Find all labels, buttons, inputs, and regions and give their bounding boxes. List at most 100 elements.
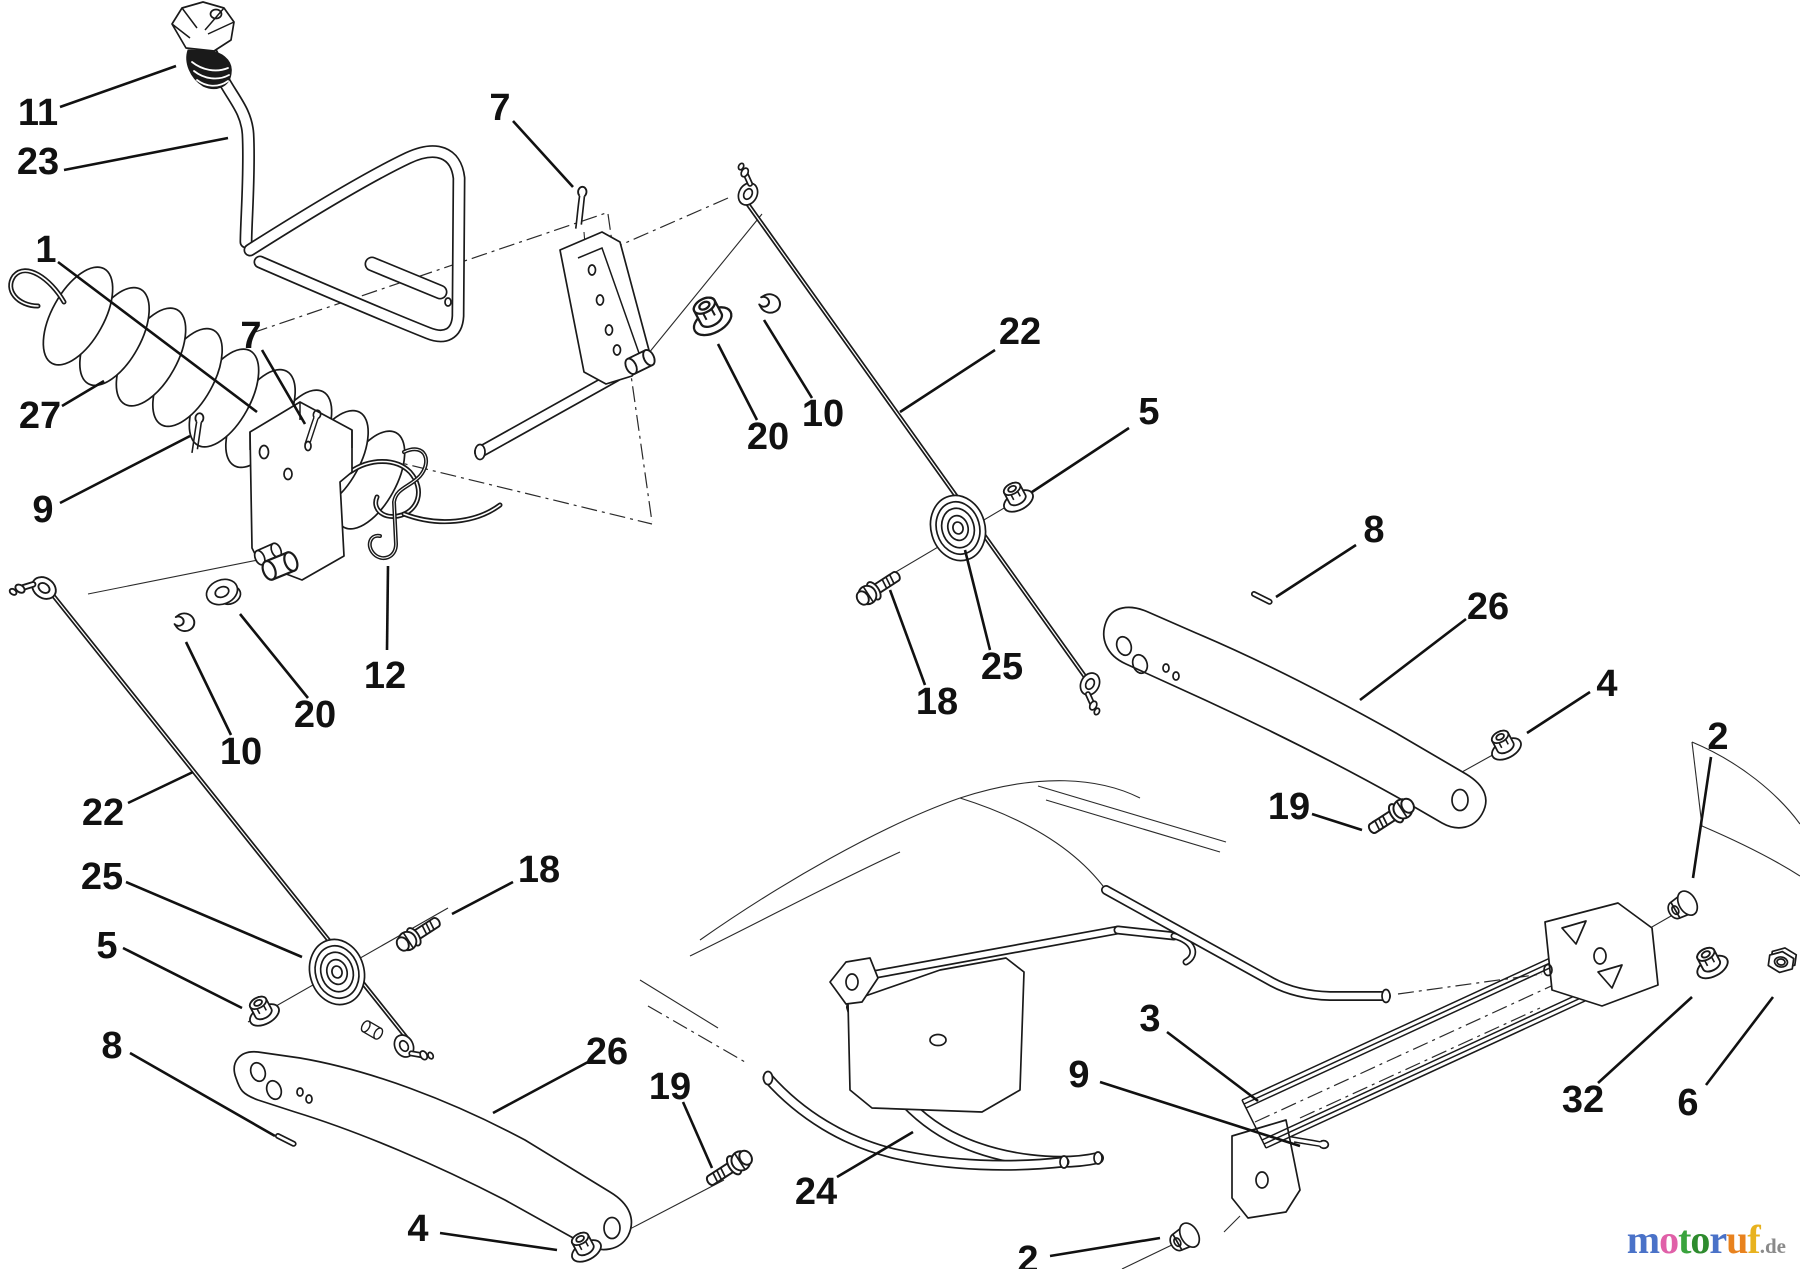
part-number-label: 6 — [1677, 1082, 1698, 1124]
part-number-label: 20 — [294, 694, 336, 736]
bolt-part — [395, 916, 441, 952]
part-callout-9-4: 9 — [32, 434, 191, 531]
logo-letter: r — [1709, 1217, 1727, 1262]
leader-line — [57, 260, 258, 414]
flanged-bushing-part — [205, 578, 242, 606]
leader-line — [260, 349, 307, 425]
hardware-parts-layer — [8, 162, 1798, 1263]
part-number-label: 22 — [999, 311, 1041, 353]
part-callout-32-33: 32 — [1562, 996, 1693, 1121]
flange-nut-part — [248, 995, 280, 1027]
leader-line — [61, 379, 105, 408]
cotter-pin-part — [191, 412, 205, 454]
part-callout-18-13: 18 — [888, 589, 958, 723]
part-number-label: 8 — [101, 1025, 122, 1067]
leader-line — [127, 770, 194, 805]
motoruf-logo: motoruf.de — [1627, 1216, 1786, 1263]
part-callout-20-8: 20 — [716, 343, 789, 458]
e-clip-part — [758, 293, 781, 314]
part-callout-4-16: 4 — [1526, 663, 1618, 735]
part-number-label: 24 — [795, 1171, 837, 1213]
leader-line — [963, 549, 992, 651]
logo-letter: m — [1626, 1217, 1660, 1262]
part-number-label: 11 — [18, 92, 58, 134]
part-number-label: 8 — [1363, 509, 1384, 551]
part-callout-18-25: 18 — [451, 849, 560, 916]
part-number-label: 19 — [1268, 786, 1310, 828]
part-callout-1-2: 1 — [35, 229, 258, 414]
leader-line — [59, 64, 177, 109]
small-cylinder-part — [261, 551, 299, 581]
leader-line — [122, 946, 243, 1010]
logo-letter: o — [1659, 1217, 1679, 1262]
part-number-label: 12 — [364, 655, 406, 697]
cotter-pin-part — [304, 409, 322, 445]
part-number-label: 23 — [17, 141, 59, 183]
leader-line — [762, 319, 814, 399]
part-callout-26-26: 26 — [492, 1031, 628, 1115]
part-callout-22-10: 22 — [899, 311, 1041, 414]
leader-line — [184, 641, 233, 736]
leader-line — [681, 1101, 714, 1169]
leader-line — [125, 880, 303, 959]
pulley-part — [308, 938, 366, 1006]
bolt-part — [855, 570, 901, 606]
part-number-label: 9 — [1068, 1054, 1089, 1096]
part-callout-10-9: 10 — [762, 319, 844, 435]
logo-letter: o — [1690, 1217, 1710, 1262]
part-callout-20-19: 20 — [238, 613, 336, 736]
leader-line — [439, 1231, 558, 1252]
leader-line — [888, 589, 927, 686]
diagram-linework — [8, 1, 1800, 1269]
part-number-label: 2 — [1707, 716, 1728, 758]
leader-line — [512, 120, 574, 188]
part-number-label: 26 — [586, 1031, 628, 1073]
part-number-label: 9 — [32, 489, 53, 531]
part-number-label: 10 — [220, 731, 262, 773]
part-number-label: 3 — [1139, 998, 1160, 1040]
part-number-label: 4 — [407, 1208, 428, 1250]
leader-line — [1526, 690, 1591, 735]
part-callout-10-20: 10 — [184, 641, 262, 773]
part-number-label: 1 — [35, 229, 56, 271]
cotter-pin-part — [1290, 1136, 1330, 1150]
leader-line — [385, 565, 390, 651]
bolt-part — [1367, 797, 1415, 834]
part-number-label: 27 — [19, 395, 61, 437]
leader-line — [129, 1051, 276, 1138]
flange-nut-part — [1490, 729, 1522, 761]
logo-letter: f — [1747, 1217, 1760, 1262]
part-callout-26-15: 26 — [1359, 586, 1509, 702]
part-callout-2-30: 2 — [1017, 1236, 1161, 1269]
part-callout-23-1: 23 — [17, 136, 229, 183]
part-number-label: 22 — [82, 792, 124, 834]
flange-nut-part — [692, 296, 733, 337]
leader-line — [1275, 543, 1357, 599]
logo-tld: .de — [1759, 1234, 1786, 1258]
part-number-label: 5 — [96, 925, 117, 967]
part-callout-5-23: 5 — [96, 925, 243, 1010]
pin-part — [1250, 590, 1273, 605]
part-callout-3-31: 3 — [1139, 998, 1259, 1103]
leader-line — [1049, 1236, 1161, 1258]
rod-end-part — [8, 576, 57, 600]
rod-end-part — [737, 162, 759, 206]
part-callout-8-14: 8 — [1275, 509, 1385, 599]
leader-line — [1704, 996, 1775, 1086]
part-callout-2-17: 2 — [1691, 716, 1729, 879]
part-callout-24-29: 24 — [795, 1130, 914, 1213]
part-callout-19-18: 19 — [1268, 786, 1363, 832]
part-number-label: 20 — [747, 416, 789, 458]
part-callout-6-34: 6 — [1677, 996, 1775, 1124]
part-callout-27-3: 27 — [19, 379, 105, 437]
leader-line — [836, 1130, 914, 1179]
leader-line — [716, 343, 759, 421]
part-callout-8-24: 8 — [101, 1025, 276, 1138]
part-number-label: 26 — [1467, 586, 1509, 628]
part-number-label: 25 — [981, 646, 1023, 688]
leader-line — [899, 348, 996, 414]
part-number-label: 2 — [1017, 1239, 1038, 1269]
part-number-label: 4 — [1596, 663, 1617, 705]
